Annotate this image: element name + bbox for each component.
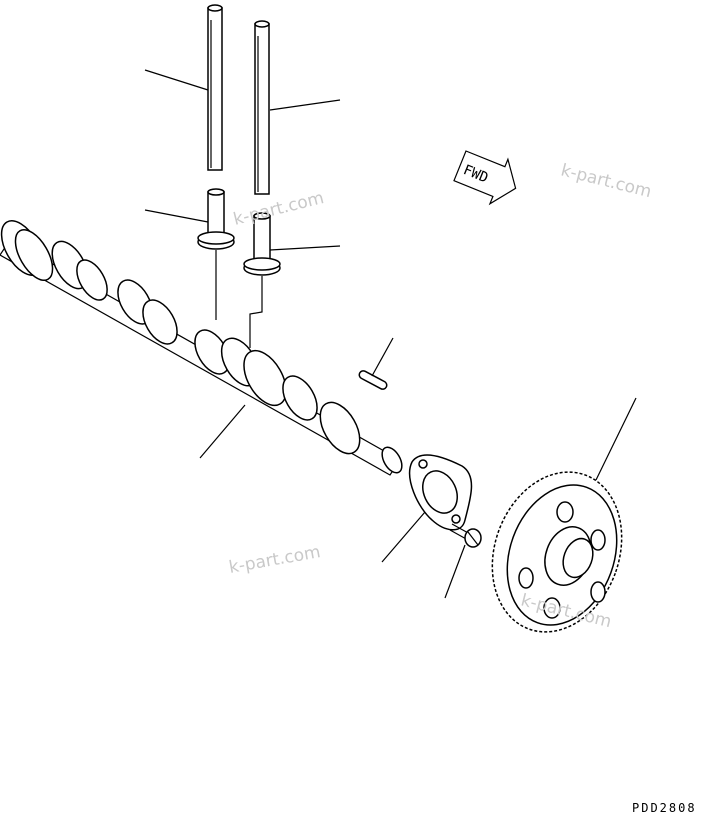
cam-gear bbox=[491, 471, 623, 633]
watermark: k-part.com bbox=[231, 188, 326, 230]
bolt bbox=[449, 523, 482, 548]
leader-tappet-left bbox=[144, 209, 209, 223]
leader-key bbox=[371, 337, 394, 377]
push-rod-right bbox=[254, 20, 270, 195]
watermark: k-part.com bbox=[227, 542, 322, 578]
leader-push-rod-right bbox=[269, 99, 341, 111]
fwd-direction-arrow: FWD bbox=[453, 150, 517, 206]
push-rod-left bbox=[207, 4, 223, 171]
tappet-left bbox=[197, 188, 235, 250]
tappet-right bbox=[243, 212, 281, 276]
thrust-plate bbox=[408, 454, 473, 531]
camshaft bbox=[0, 220, 403, 476]
leader-gear bbox=[595, 397, 637, 481]
watermark: k-part.com bbox=[559, 160, 654, 202]
woodruff-key bbox=[358, 370, 388, 390]
leader-push-rod-left bbox=[144, 69, 209, 91]
leader-camshaft bbox=[199, 404, 246, 459]
drawing-code: PDD2808 bbox=[632, 801, 697, 815]
leader-thrust-plate bbox=[381, 511, 426, 563]
leader-bolt bbox=[444, 544, 466, 599]
tappet-right-guide-line bbox=[249, 276, 263, 348]
leader-tappet-right bbox=[269, 245, 341, 251]
